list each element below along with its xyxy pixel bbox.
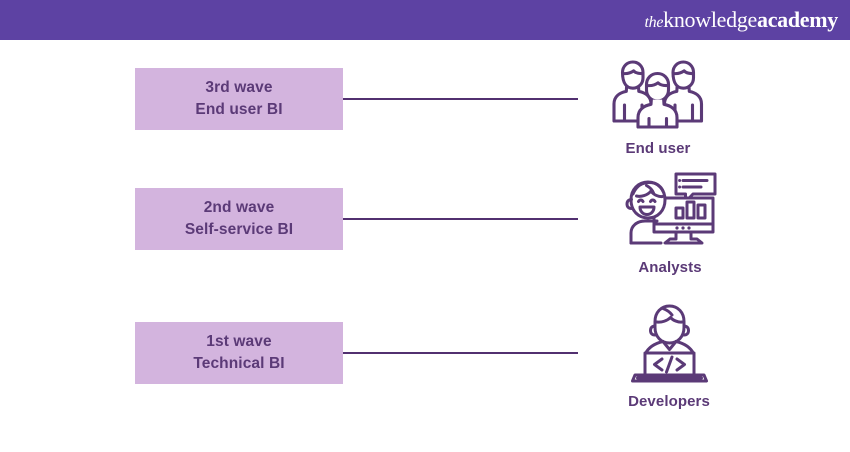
- icon-group-analysts: Analysts: [570, 172, 770, 276]
- diagram-row: 2nd wave Self-service BI: [0, 172, 850, 318]
- logo-text-the: the: [644, 14, 664, 31]
- wave-box-line2: Technical BI: [193, 355, 285, 372]
- brand-logo: theknowledgeacademy: [645, 9, 839, 31]
- logo-text-knowledge: knowledge: [663, 7, 757, 32]
- wave-box-3rd: 3rd wave End user BI: [135, 68, 343, 130]
- wave-box-line1: 2nd wave: [203, 199, 275, 216]
- connector-line: [343, 98, 578, 100]
- wave-box-line2: Self-service BI: [184, 221, 294, 238]
- wave-box-line1: 3rd wave: [205, 79, 273, 96]
- icon-group-developers: Developers: [569, 304, 769, 410]
- icon-caption-analysts: Analysts: [638, 259, 702, 276]
- three-people-icon: [606, 55, 710, 129]
- icon-caption-developers: Developers: [628, 393, 710, 410]
- wave-box-1st: 1st wave Technical BI: [135, 322, 343, 384]
- diagram-row: 1st wave Technical BI: [0, 304, 850, 452]
- wave-box-line1: 1st wave: [206, 333, 272, 350]
- diagram-row: 3rd wave End user BI: [0, 60, 850, 198]
- icon-caption-end-user: End user: [625, 140, 691, 157]
- wave-box-line2: End user BI: [195, 101, 283, 118]
- analyst-monitor-chart-icon: [621, 172, 719, 249]
- icon-group-end-user: End user: [558, 55, 758, 157]
- developer-laptop-code-icon: [619, 304, 719, 383]
- header-bar: theknowledgeacademy: [0, 0, 850, 40]
- wave-box-2nd: 2nd wave Self-service BI: [135, 188, 343, 250]
- connector-line: [343, 218, 578, 220]
- logo-text-academy: academy: [757, 7, 838, 32]
- diagram-canvas: 3rd wave End user BI: [0, 40, 850, 450]
- connector-line: [343, 352, 578, 354]
